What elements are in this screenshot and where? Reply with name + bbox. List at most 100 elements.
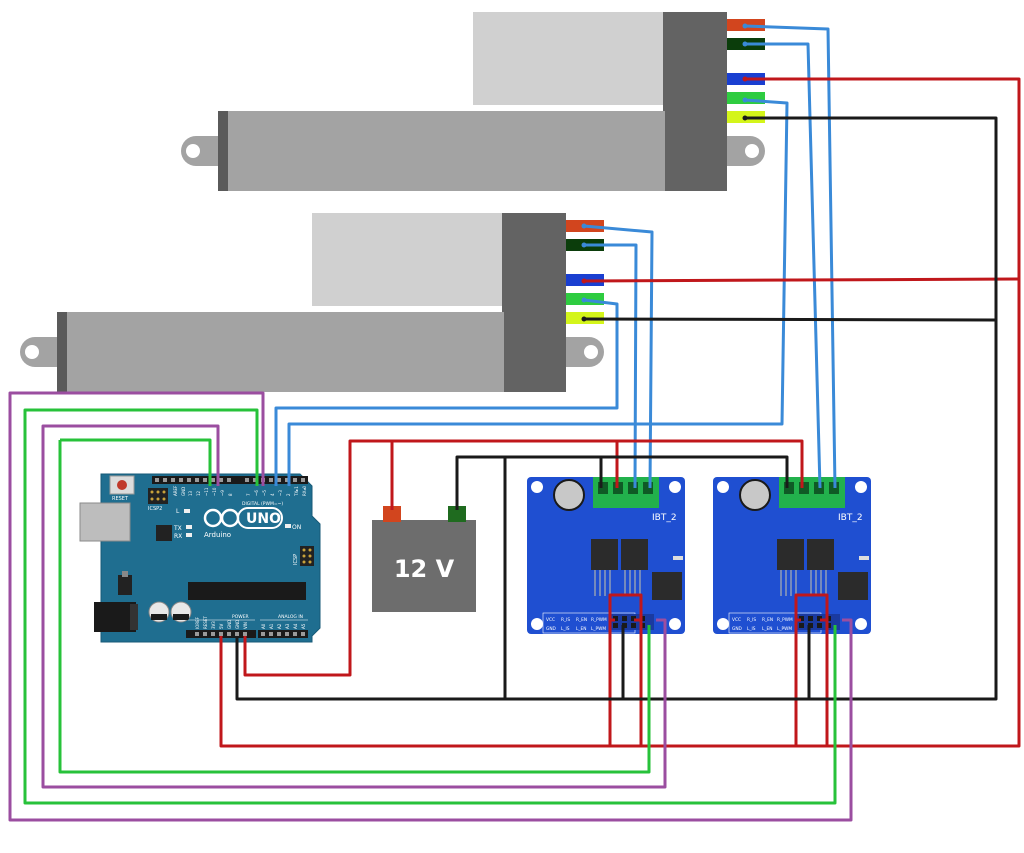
analog-pin-label: A4 <box>293 623 298 629</box>
led-tx-label: TX <box>173 525 182 532</box>
actuator-tube <box>57 312 504 392</box>
icsp2-label: ICSP2 <box>148 506 162 512</box>
pin-label-gnd: GND <box>732 626 743 632</box>
usb-connector <box>79 502 131 542</box>
pin-label-l-en: L_EN <box>576 626 586 632</box>
pin-label-l-is: L_IS <box>561 626 570 632</box>
wire <box>243 439 392 677</box>
gnd-label: GND <box>227 620 232 629</box>
wire <box>583 317 997 322</box>
driver-label: IBT_2 <box>652 513 677 523</box>
logic-chip <box>652 572 682 600</box>
pin-label-l-en: L_EN <box>762 626 772 632</box>
digital-pin-label: 4 <box>270 493 275 496</box>
linear-actuator-bottom <box>20 213 604 392</box>
wire <box>58 440 651 774</box>
actuator-gearbox <box>502 213 566 392</box>
gnd-label: GND <box>235 620 240 629</box>
driver-label: IBT_2 <box>838 513 863 523</box>
wire <box>23 408 837 805</box>
dc-power-jack <box>94 602 136 632</box>
pin-label-vcc: VCC <box>546 617 555 623</box>
red-wires <box>219 77 1021 748</box>
pin-label-r-en: R_EN <box>762 617 773 623</box>
arduino-logo: UNO Arduino <box>203 507 283 539</box>
wire <box>583 224 654 489</box>
battery-positive-terminal <box>383 506 401 522</box>
reset-pin-label: RESET <box>203 616 208 629</box>
wire <box>608 593 643 746</box>
analog-pin-label: A5 <box>301 623 306 629</box>
battery-body <box>372 520 476 612</box>
pin-label-r-en: R_EN <box>576 617 587 623</box>
analog-pin-label: A1 <box>269 623 274 629</box>
wire <box>235 116 998 701</box>
ibt2-driver-1: IBT_2 VCC R_IS R_EN R_PWM GND L_IS L_EN … <box>527 477 685 634</box>
pin-label-vcc: VCC <box>732 617 741 623</box>
digital-label: DIGITAL (PWM=~) <box>242 501 283 507</box>
digital-pin-label: ~10 <box>212 487 217 496</box>
arduino-uno-board: RESET ICSP2 L TX RX UNO Arduino ON ICSP <box>79 473 321 643</box>
3v3-label: 3V3 <box>211 621 216 629</box>
uno-logo-text: UNO <box>246 511 281 527</box>
pin-label-r-pwm: R_PWM <box>777 617 793 623</box>
actuator-motor-housing <box>312 213 504 306</box>
pin-label-l-pwm: L_PWM <box>591 626 606 632</box>
digital-pin-label: ~11 <box>204 487 209 496</box>
wire <box>455 455 789 510</box>
digital-pin-label: 7 <box>246 493 251 496</box>
actuator-gearbox <box>663 12 727 191</box>
ibt2-driver-2: IBT_2 VCC R_IS R_EN R_PWM GND L_IS L_EN … <box>713 477 871 634</box>
5v-label: 5V <box>219 623 224 629</box>
mosfet <box>621 539 648 570</box>
capacitor <box>739 479 771 511</box>
digital-pin-label: 12 <box>196 490 201 496</box>
pin-label-r-pwm: R_PWM <box>591 617 607 623</box>
analog-pin-label: A3 <box>285 623 290 629</box>
on-led-label: ON <box>292 524 301 531</box>
mosfet <box>591 539 618 570</box>
analog-pin-label: A2 <box>277 623 282 629</box>
wire <box>8 391 853 822</box>
icsp-label: ICSP <box>293 554 299 565</box>
purple-wires <box>8 391 853 822</box>
battery-negative-terminal <box>448 506 466 522</box>
icsp-header <box>300 546 314 566</box>
digital-pin-label: 8 <box>228 493 233 496</box>
mosfet <box>777 539 804 570</box>
gnd-label: GND <box>181 487 186 496</box>
digital-pin-label: 2 <box>286 493 291 496</box>
aref-label: AREF <box>173 485 178 496</box>
actuator-motor-housing <box>473 12 665 105</box>
pin-label-l-pwm: L_PWM <box>777 626 792 632</box>
wire <box>745 42 822 489</box>
power-label: POWER <box>232 614 249 620</box>
usb-chip <box>156 525 172 541</box>
capacitor <box>553 479 585 511</box>
pin-label-l-is: L_IS <box>747 626 756 632</box>
wire <box>219 77 1021 748</box>
wire <box>287 98 789 486</box>
logic-chip <box>838 572 868 600</box>
digital-pin-label: ~6 <box>254 490 259 496</box>
led-l-label: L <box>176 508 180 515</box>
wire <box>583 277 1020 283</box>
blue-wires <box>274 24 837 489</box>
ioref-label: IOREF <box>195 616 200 629</box>
arduino-brand-text: Arduino <box>204 531 231 539</box>
pin-label-gnd: GND <box>546 626 557 632</box>
pin-label-r-is: R_IS <box>747 617 756 623</box>
led-rx-label: RX <box>174 533 182 540</box>
analog-pin-label: A0 <box>261 623 266 629</box>
battery-voltage-label: 12 V <box>394 555 455 583</box>
vin-label: VIN <box>243 622 248 629</box>
digital-pin-label: 13 <box>188 490 193 496</box>
wire <box>274 298 619 486</box>
wire <box>794 593 829 746</box>
linear-actuator-top <box>181 12 765 191</box>
digital-pin-label: ~9 <box>220 490 225 496</box>
wire <box>41 424 667 789</box>
analog-in-label: ANALOG IN <box>278 614 303 620</box>
digital-pin-label: ~5 <box>262 490 267 496</box>
